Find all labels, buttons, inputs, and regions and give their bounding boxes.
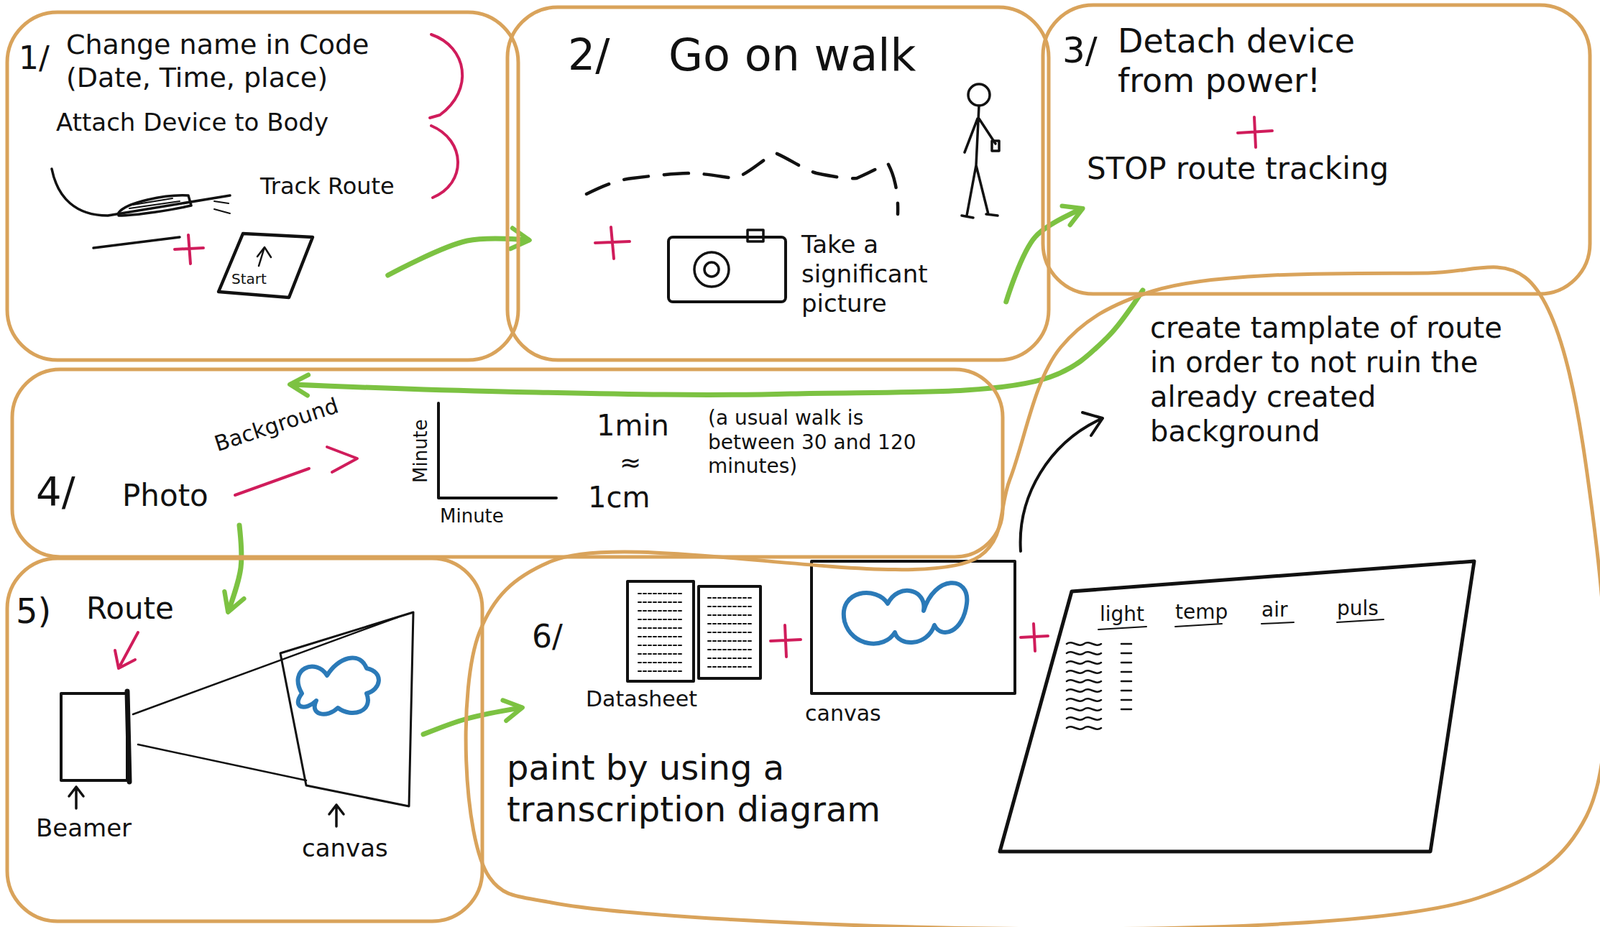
route-squiggle: [298, 658, 379, 715]
data-scribble: [1066, 642, 1132, 729]
step-text: Datasheet: [585, 686, 698, 713]
box-outline: [507, 7, 1049, 361]
box-outline: [465, 267, 1600, 927]
arm-sketch: [51, 168, 231, 216]
pink-bracket: [429, 34, 463, 118]
datasheet-page: [627, 581, 694, 682]
step-text: paint by using a transcription diagram: [506, 747, 910, 831]
pink-arrow: [235, 447, 358, 496]
step-box: 3/Detach device from power! STOP route tr…: [1040, 2, 1593, 297]
template-arrow: [1020, 412, 1103, 552]
flow-arrow: [291, 290, 1143, 396]
person-head: [968, 84, 990, 106]
step-text: Take a significant picture: [801, 230, 974, 318]
step-text: air: [1261, 598, 1288, 623]
phone-arrow: [257, 247, 271, 266]
step-text: temp: [1175, 600, 1228, 625]
pointer-arrow: [69, 787, 84, 809]
step-text: canvas: [301, 833, 389, 864]
step-text: Start: [231, 270, 267, 288]
step-text: Beamer: [35, 813, 132, 844]
arm-sketch: [93, 237, 180, 248]
box-outline: [10, 367, 1005, 560]
step-text: canvas: [805, 700, 882, 727]
step-text: 1min: [596, 408, 670, 443]
step-text: Detach device from power!: [1117, 21, 1420, 101]
step-text: 1cm: [587, 480, 650, 515]
camera-body: [668, 237, 786, 302]
plus-sign: [1237, 117, 1273, 148]
step-text: puls: [1336, 596, 1379, 622]
canvas-sketch: [811, 561, 1015, 694]
step-text: 6/: [531, 618, 563, 657]
box-outline: [5, 556, 485, 924]
step-text: ≈: [619, 447, 642, 478]
step-text: Photo: [122, 477, 209, 514]
axes: [438, 403, 557, 499]
step-text: Minute: [408, 419, 432, 484]
flow-arrow: [228, 525, 242, 611]
step-text: 3/: [1062, 28, 1098, 72]
transcription-sheet: [999, 561, 1475, 852]
flow-arrow: [423, 707, 522, 735]
step-text: Attach Device to Body: [56, 107, 329, 138]
plus-sign: [1020, 623, 1048, 652]
step-text: 2/: [567, 28, 610, 81]
projection-line: [132, 617, 398, 781]
step-text: STOP route tracking: [1086, 150, 1389, 187]
step-text: 4/: [35, 467, 76, 516]
route-squiggle: [843, 582, 968, 644]
plus-sign: [770, 625, 801, 657]
camera-lens: [704, 262, 719, 277]
camera-lens: [694, 252, 729, 287]
step-box: 5) RouteBeamer canvas: [5, 556, 485, 924]
step-box: 1/Change name in Code (Date, Time, place…: [5, 10, 521, 363]
plus-sign: [595, 227, 630, 259]
beamer-icon: [61, 693, 128, 781]
step-text: Go on walk: [668, 28, 916, 82]
step-text: 5): [15, 590, 52, 633]
step-text: Track Route: [260, 172, 395, 200]
step-box: 4/PhotoBackgroundMinuteMinute1min≈1cm(a …: [10, 367, 1005, 560]
pointer-arrow: [329, 805, 344, 827]
device-sketch: [118, 195, 192, 216]
canvas-sketch: [280, 612, 414, 807]
datasheet-scribble: [638, 593, 752, 672]
box-outline: [1042, 5, 1590, 294]
step-box: 2/Go on walkTake a significant picture: [505, 5, 1051, 363]
camera-flash: [747, 230, 764, 242]
step-box: 6/Datasheet canvas paint by using a transc…: [474, 270, 1593, 907]
box-outline: [7, 558, 483, 922]
box-outline: [7, 12, 519, 361]
step-text: create tamplate of route in order to not…: [1150, 310, 1524, 449]
person-body: [961, 105, 998, 218]
box-outline: [12, 369, 1003, 558]
step-text: (a usual walk is between 30 and 120 minu…: [707, 406, 946, 479]
step-text: Minute: [439, 505, 504, 528]
pink-arrow: [115, 632, 139, 669]
step-text: 1/: [18, 39, 50, 78]
plus-sign: [174, 235, 204, 264]
walk-route: [586, 153, 898, 215]
pink-bracket: [431, 125, 458, 198]
motion-lines: [214, 201, 231, 214]
device-scribble: [129, 198, 180, 209]
person-phone: [991, 140, 1000, 151]
beamer-icon: [127, 691, 130, 783]
step-text: Route: [86, 590, 174, 627]
step-text: Change name in Code (Date, Time, place): [66, 28, 426, 95]
step-text: light: [1099, 602, 1145, 627]
step-text: Background: [211, 392, 342, 458]
phone-icon: [218, 233, 313, 298]
